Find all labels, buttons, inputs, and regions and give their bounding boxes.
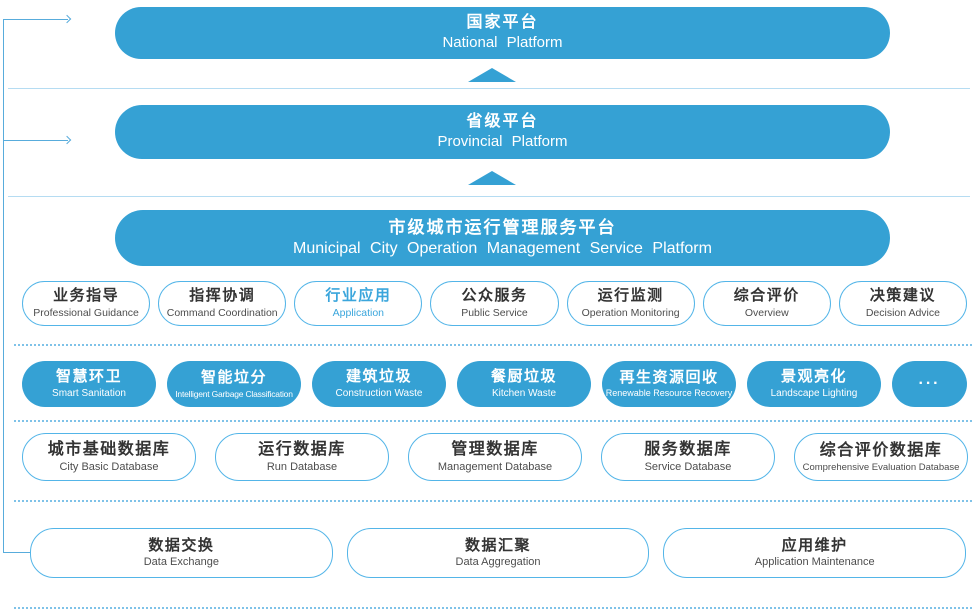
node-label-en: Construction Waste bbox=[335, 387, 423, 399]
node-label-en: Command Coordination bbox=[166, 307, 278, 320]
node-decision-advice: 决策建议 Decision Advice bbox=[838, 281, 967, 326]
node-service-database: 服务数据库 Service Database bbox=[601, 433, 775, 481]
node-label-en: Overview bbox=[744, 307, 789, 320]
node-intelligent-garbage-classification: 智能垃分 Intelligent Garbage Classification bbox=[167, 361, 301, 407]
node-label-zh: 智慧环卫 bbox=[55, 368, 122, 386]
node-label-zh: 应用维护 bbox=[781, 536, 848, 554]
node-command-coordination: 指挥协调 Command Coordination bbox=[158, 281, 287, 326]
node-smart-sanitation: 智慧环卫 Smart Sanitation bbox=[22, 361, 156, 407]
node-label-en: Data Aggregation bbox=[455, 556, 541, 569]
operations-row: 数据交换 Data Exchange 数据汇聚 Data Aggregation… bbox=[30, 528, 967, 578]
node-data-aggregation: 数据汇聚 Data Aggregation bbox=[346, 528, 650, 578]
node-label-en: City Basic Database bbox=[59, 460, 159, 473]
node-label-en: Comprehensive Evaluation Database bbox=[802, 461, 960, 473]
dotted-separator-line bbox=[14, 500, 972, 502]
node-label-zh: 指挥协调 bbox=[189, 287, 256, 305]
national-platform-title-zh: 国家平台 bbox=[466, 14, 539, 32]
municipal-platform-title-en: Municipal City Operation Management Serv… bbox=[293, 240, 712, 258]
node-label-en: Kitchen Waste bbox=[491, 387, 557, 399]
node-label-en: Renewable Resource Recovery bbox=[605, 388, 733, 399]
node-label-en: Service Database bbox=[644, 460, 732, 473]
node-operation-monitoring: 运行监测 Operation Monitoring bbox=[566, 281, 695, 326]
node-label-zh: 服务数据库 bbox=[644, 440, 732, 458]
node-label-zh: 运行数据库 bbox=[258, 440, 346, 458]
node-management-database: 管理数据库 Management Database bbox=[408, 433, 582, 481]
up-arrow-icon bbox=[468, 171, 516, 185]
node-label-zh: 决策建议 bbox=[869, 287, 936, 305]
municipal-platform-title-zh: 市级城市运行管理服务平台 bbox=[388, 217, 617, 237]
dotted-separator-line bbox=[14, 420, 972, 422]
node-professional-guidance: 业务指导 Professional Guidance bbox=[22, 281, 151, 326]
node-label-zh: 建筑垃圾 bbox=[345, 368, 412, 386]
connector-line-provincial bbox=[3, 140, 68, 141]
node-label-zh: 数据汇聚 bbox=[465, 536, 532, 554]
right-arrow-icon bbox=[62, 14, 72, 24]
node-label-zh: 公众服务 bbox=[461, 287, 528, 305]
node-label-zh: 智能垃分 bbox=[200, 369, 267, 387]
right-arrow-icon bbox=[62, 135, 72, 145]
node-label-en: Data Exchange bbox=[143, 556, 219, 569]
node-label-zh: 再生资源回收 bbox=[619, 368, 719, 386]
node-label-en: Operation Monitoring bbox=[581, 307, 680, 320]
databases-row: 城市基础数据库 City Basic Database 运行数据库 Run Da… bbox=[22, 433, 968, 481]
node-label-zh: 餐厨垃圾 bbox=[490, 368, 557, 386]
node-application-active: 行业应用 Application bbox=[294, 281, 423, 326]
provincial-platform-title-en: Provincial Platform bbox=[437, 133, 568, 151]
node-label-zh: 数据交换 bbox=[148, 536, 215, 554]
node-label-zh: 综合评价 bbox=[733, 287, 800, 305]
connector-vertical-line bbox=[3, 19, 4, 552]
node-data-exchange: 数据交换 Data Exchange bbox=[30, 528, 333, 578]
node-more-ellipsis: ··· bbox=[892, 361, 967, 407]
node-label-zh: 运行监测 bbox=[597, 287, 664, 305]
node-construction-waste: 建筑垃圾 Construction Waste bbox=[312, 361, 446, 407]
node-landscape-lighting: 景观亮化 Landscape Lighting bbox=[747, 361, 881, 407]
node-label-zh: 综合评价数据库 bbox=[819, 441, 943, 459]
separator-line bbox=[8, 196, 970, 197]
ellipsis-icon: ··· bbox=[918, 375, 941, 392]
node-comprehensive-evaluation-database: 综合评价数据库 Comprehensive Evaluation Databas… bbox=[794, 433, 968, 481]
node-label-en: Smart Sanitation bbox=[52, 387, 126, 399]
node-overview: 综合评价 Overview bbox=[702, 281, 831, 326]
dotted-separator-line bbox=[14, 607, 972, 609]
node-label-en: Management Database bbox=[437, 460, 553, 473]
functions-row: 业务指导 Professional Guidance 指挥协调 Command … bbox=[22, 281, 967, 326]
node-public-service: 公众服务 Public Service bbox=[430, 281, 559, 326]
municipal-platform-node: 市级城市运行管理服务平台 Municipal City Operation Ma… bbox=[115, 210, 890, 266]
node-label-en: Application bbox=[332, 307, 385, 320]
node-label-zh: 城市基础数据库 bbox=[47, 440, 171, 458]
separator-line bbox=[8, 88, 970, 89]
dotted-separator-line bbox=[14, 344, 972, 346]
node-label-zh: 景观亮化 bbox=[780, 368, 847, 386]
node-application-maintenance: 应用维护 Application Maintenance bbox=[663, 528, 967, 578]
node-renewable-resource-recovery: 再生资源回收 Renewable Resource Recovery bbox=[602, 361, 736, 407]
applications-row: 智慧环卫 Smart Sanitation 智能垃分 Intelligent G… bbox=[22, 361, 967, 407]
node-label-en: Intelligent Garbage Classification bbox=[175, 388, 293, 399]
node-label-zh: 业务指导 bbox=[53, 287, 120, 305]
node-run-database: 运行数据库 Run Database bbox=[215, 433, 389, 481]
provincial-platform-node: 省级平台 Provincial Platform bbox=[115, 105, 890, 159]
national-platform-node: 国家平台 National Platform bbox=[115, 7, 890, 59]
node-kitchen-waste: 餐厨垃圾 Kitchen Waste bbox=[457, 361, 591, 407]
node-city-basic-database: 城市基础数据库 City Basic Database bbox=[22, 433, 196, 481]
node-label-en: Run Database bbox=[266, 460, 338, 473]
provincial-platform-title-zh: 省级平台 bbox=[466, 113, 539, 131]
national-platform-title-en: National Platform bbox=[442, 34, 563, 52]
connector-line-operations bbox=[3, 552, 36, 553]
node-label-en: Application Maintenance bbox=[754, 556, 875, 569]
node-label-zh: 管理数据库 bbox=[451, 440, 539, 458]
connector-line-national bbox=[3, 19, 68, 20]
node-label-en: Professional Guidance bbox=[33, 307, 139, 320]
node-label-en: Decision Advice bbox=[865, 307, 940, 320]
up-arrow-icon bbox=[468, 68, 516, 82]
node-label-en: Public Service bbox=[461, 307, 528, 320]
node-label-en: Landscape Lighting bbox=[770, 387, 858, 399]
node-label-zh: 行业应用 bbox=[325, 287, 392, 305]
